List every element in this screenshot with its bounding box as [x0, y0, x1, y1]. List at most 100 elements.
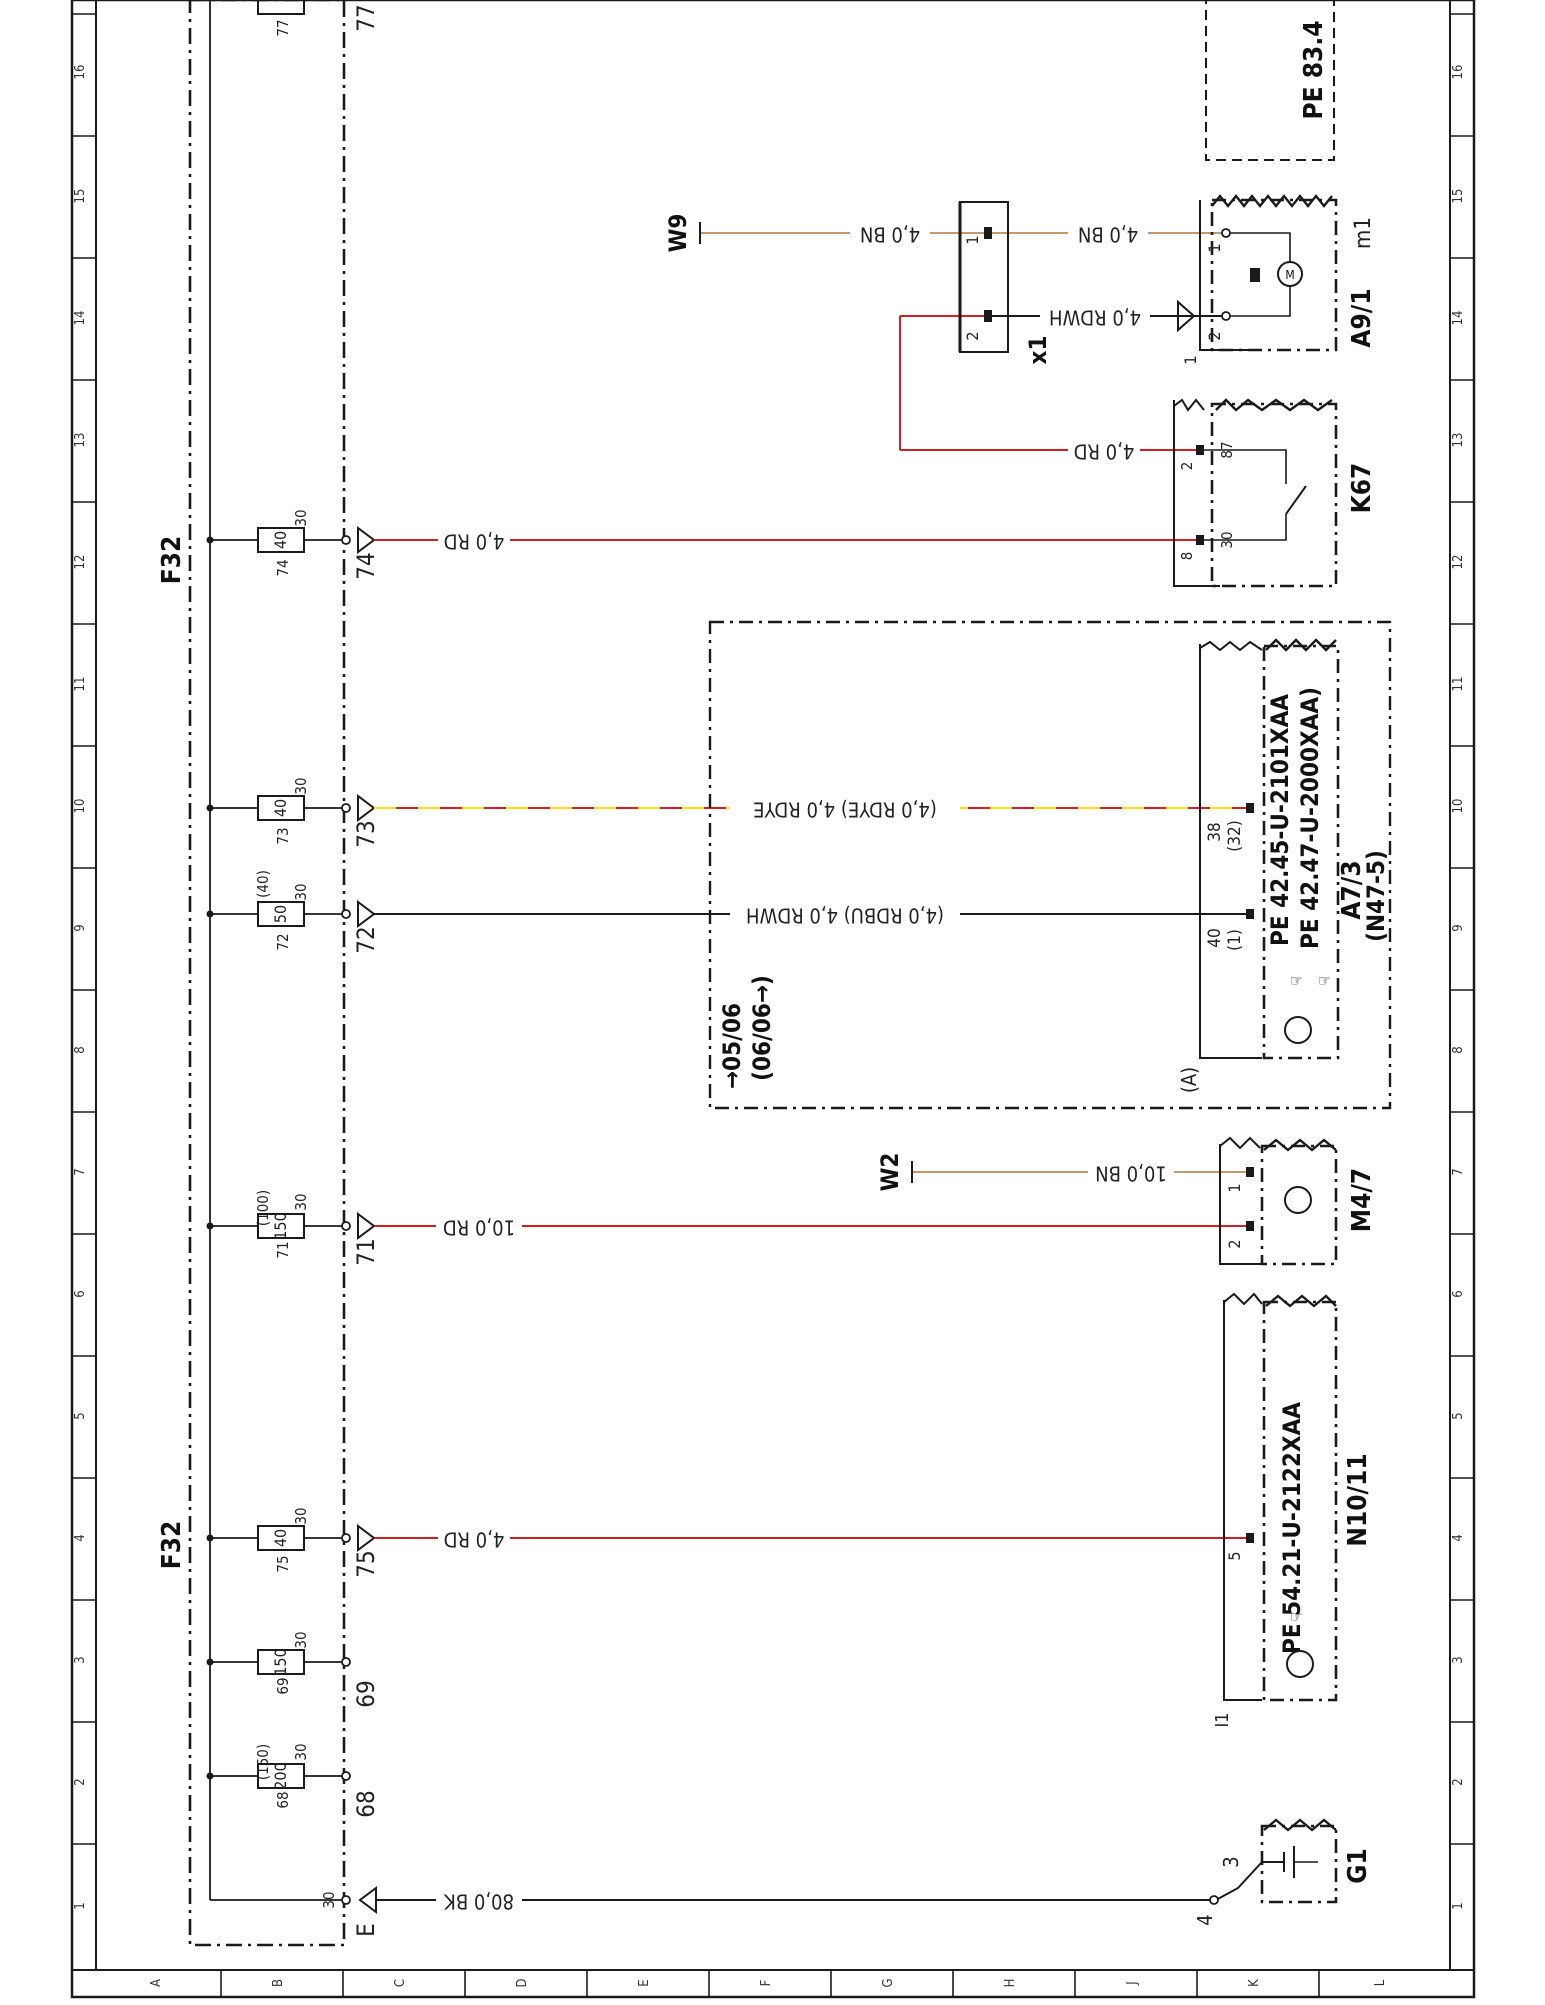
k67-label: K67: [1347, 463, 1377, 514]
g1-battery: 3 4 G1: [1193, 1818, 1373, 1926]
relay-switch-icon: [1285, 485, 1307, 515]
wire-label-w9-a: 4,0 BN: [860, 223, 920, 247]
fuse-alt-rating: (150): [254, 1744, 272, 1780]
input-connector: E: [352, 1923, 380, 1937]
n10-11-plug: I1: [1212, 1712, 1233, 1727]
a9-1-pin-2: 2: [1205, 331, 1224, 340]
n10-11-component: 5 PE 54.21-U-2122XAA ☞ N10/11 I1: [1212, 1292, 1373, 1728]
fuse-77: 77 77: [257, 0, 380, 37]
fuse-71: 150 71 30 (100) 71: [206, 1190, 380, 1266]
col-label-right: 8: [1451, 1046, 1466, 1053]
fuse-69: 150 69 30 69: [206, 1631, 380, 1708]
col-label-left: 13: [73, 433, 88, 448]
g1-pin3: 3: [1219, 1856, 1243, 1867]
frame-row-labels: A B C D E F G H J K L: [149, 1978, 1388, 1987]
fuse-terminal: 30: [292, 509, 310, 526]
fuse-id: 75: [274, 1555, 292, 1572]
date-range-b: (06/06→): [748, 975, 776, 1081]
row-label: G: [881, 1978, 896, 1987]
motor-letter: M: [1285, 268, 1294, 282]
fuse-74: 40 74 30 74: [206, 509, 380, 580]
hand-icon: ☞: [1318, 971, 1331, 990]
col-label-left: 7: [73, 1168, 88, 1175]
fuse-rating: 40: [271, 1529, 290, 1547]
fuse-rating: 150: [271, 1212, 290, 1239]
transistor-icon: [1284, 1016, 1312, 1044]
fuse-73: 40 73 30 73: [206, 777, 380, 848]
wire-label-x1-2: 4,0 RDWH: [1049, 306, 1141, 330]
row-label: F: [759, 1979, 774, 1986]
k67-relay: 87 30 2 8 K67: [1173, 398, 1377, 588]
col-label-left: 5: [73, 1412, 88, 1419]
date-range-a: →05/06: [718, 1003, 746, 1089]
fuse-terminal: 30: [292, 1631, 310, 1648]
fuse-box-input: 30 E: [320, 1886, 380, 1937]
col-label-left: 2: [73, 1778, 88, 1785]
m4-7-pin1: 1: [1225, 1183, 1244, 1192]
row-label: J: [1125, 1981, 1140, 1985]
fuse-id: 74: [274, 559, 292, 576]
a7-3-variant: (A): [1177, 1067, 1201, 1093]
fuse-terminal: 30: [292, 777, 310, 794]
a9-1-pin-1: 1: [1205, 243, 1224, 252]
wire-label-75: 4,0 RD: [444, 1528, 505, 1552]
fuse-output: 75: [352, 1550, 380, 1577]
k67-pin30: 30: [1218, 531, 1236, 548]
fuse-output: 68: [352, 1790, 380, 1817]
wire-label-k67-87: 4,0 RD: [1074, 440, 1135, 464]
col-label-right: 7: [1451, 1168, 1466, 1175]
fuse-id: 69: [274, 1677, 292, 1694]
a7-3-pin32: (32): [1225, 820, 1245, 851]
row-label: C: [393, 1979, 408, 1987]
wire-label-74: 4,0 RD: [444, 530, 505, 554]
col-label-right: 6: [1451, 1290, 1466, 1297]
w9-label: W9: [664, 214, 692, 253]
fuse-rating: 50: [271, 905, 290, 923]
x1-pin1: 1: [963, 235, 982, 244]
fuse-output: 74: [352, 552, 380, 579]
col-label-left: 16: [73, 65, 88, 80]
fuse-terminal: 30: [292, 1743, 310, 1760]
fuse-id: 71: [274, 1241, 292, 1258]
col-label-right: 15: [1451, 189, 1466, 204]
fuse-rating: 200: [271, 1762, 290, 1789]
k67-pin87: 87: [1218, 441, 1236, 458]
a7-3-pin38: 38: [1205, 822, 1225, 841]
a7-3-label: A7/3: [1337, 860, 1367, 919]
col-label-left: 1: [73, 1902, 88, 1909]
col-label-left: 8: [73, 1046, 88, 1053]
w9-terminal: W9: [664, 214, 701, 253]
row-label: E: [637, 1979, 652, 1986]
col-label-right: 1: [1451, 1902, 1466, 1909]
col-label-left: 11: [73, 677, 88, 692]
col-label-right: 13: [1451, 433, 1466, 448]
fuse-terminal: 30: [292, 883, 310, 900]
frame: [70, 0, 1476, 1999]
pe-box-ref: PE 83.4: [1299, 21, 1329, 120]
row-label: H: [1003, 1979, 1018, 1988]
wire-label-w2: 10,0 BN: [1095, 1162, 1167, 1186]
k67-plug2: 2: [1178, 462, 1196, 471]
g1-pin4: 4: [1193, 1914, 1217, 1925]
n10-11-label: N10/11: [1343, 1453, 1373, 1546]
k67-plug8: 8: [1178, 552, 1196, 561]
pe-box-top: PE 83.4: [1205, 0, 1335, 161]
m4-7-pin2: 2: [1225, 1239, 1244, 1248]
input-terminal: 30: [320, 1891, 338, 1908]
fuse-id: 68: [274, 1791, 292, 1808]
fuse-alt-rating: (40): [254, 870, 272, 898]
fuse-output: 71: [352, 1238, 380, 1265]
a9-1-component: M A9/1 m1 1 2 1: [1181, 194, 1377, 365]
col-label-left: 15: [73, 189, 88, 204]
row-label: L: [1373, 1979, 1388, 1986]
wires: [374, 232, 1246, 1901]
wire-label-71: 10,0 RD: [443, 1216, 515, 1240]
x1-label: x1: [1024, 336, 1052, 365]
fuse-output: 69: [352, 1680, 380, 1707]
w2-terminal: W2: [876, 1153, 913, 1191]
fuse-id: 72: [274, 933, 292, 950]
a7-3-component: 38 (32) 40 (1) (A) PE 42.45-U-2101XAA PE…: [1177, 638, 1390, 1093]
frame-column-labels: 16 16 15 15 14 14 13 13 12 12 11 11 10 1…: [73, 65, 1466, 1910]
fuse-terminal: 30: [292, 1507, 310, 1524]
